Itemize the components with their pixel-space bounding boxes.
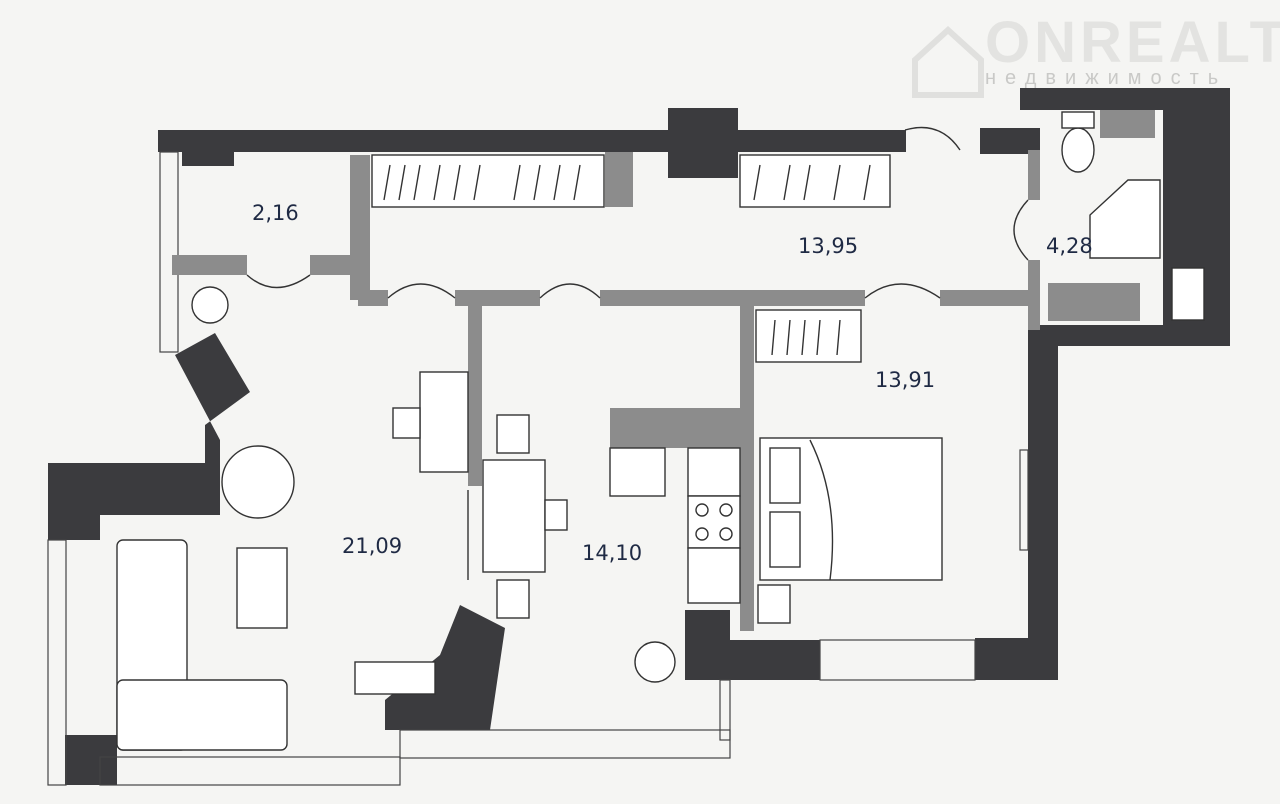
doors [246, 126, 1029, 580]
watermark-tagline: недвижимость [985, 67, 1227, 89]
interior-walls [172, 110, 1155, 631]
plant-icon [191, 286, 229, 324]
bedroom-furniture [757, 437, 943, 624]
watermark: ONREALT недвижимость [912, 10, 1280, 98]
house-logo-icon [912, 25, 984, 98]
desk-icon [419, 371, 469, 473]
area-label-bedroom: 13,91 [875, 368, 935, 392]
area-label-hallway: 13,95 [798, 234, 858, 258]
watermark-brand: ONREALT [985, 10, 1280, 75]
living-furniture [116, 286, 469, 751]
bookshelf-icon [354, 661, 436, 695]
area-label-bathroom: 4,28 [1046, 234, 1093, 258]
kitchen-sink-icon [609, 447, 666, 497]
windows [47, 151, 1029, 786]
bathroom-fixtures [1061, 111, 1205, 321]
sink-icon [1171, 267, 1205, 321]
area-label-storage: 2,16 [252, 201, 299, 225]
area-label-living-room: 21,09 [342, 534, 402, 558]
coffee-table-icon [236, 547, 288, 629]
area-label-kitchen: 14,10 [582, 541, 642, 565]
dining-table-icon [482, 459, 546, 573]
plant-icon [634, 641, 676, 683]
toilet-icon [1061, 127, 1095, 173]
armchair-icon [221, 445, 295, 519]
stove-icon [687, 495, 741, 549]
shower-icon [1089, 179, 1161, 259]
kitchen-furniture [482, 414, 741, 683]
area-labels: 2,16 13,95 4,28 13,91 21,09 14,10 [252, 201, 1093, 565]
wardrobes [371, 154, 891, 363]
